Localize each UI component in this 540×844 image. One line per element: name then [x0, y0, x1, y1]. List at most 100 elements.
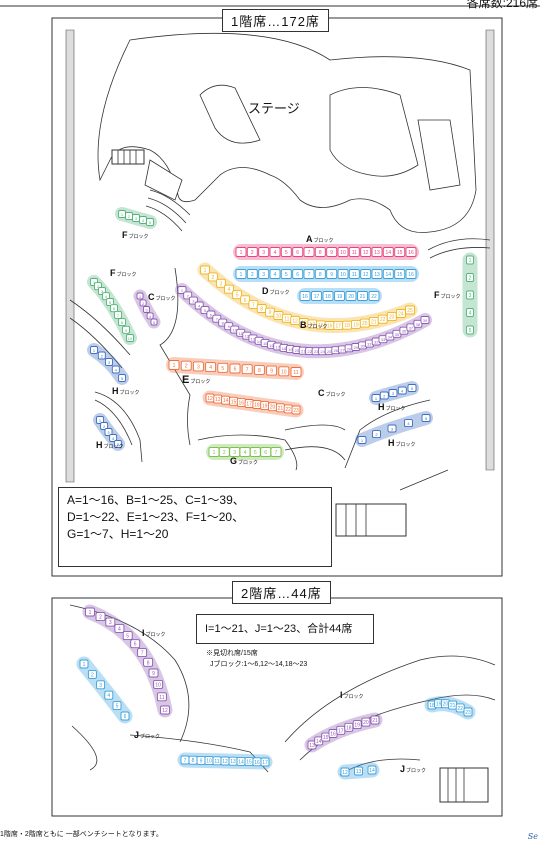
seat-D-1[interactable]: 1 — [235, 269, 247, 279]
seat-F-7[interactable]: 7 — [114, 310, 122, 319]
seat-I-18[interactable]: 18 — [344, 722, 354, 732]
seat-D-10[interactable]: 10 — [337, 269, 349, 279]
seat-D-15[interactable]: 15 — [394, 269, 406, 279]
seat-H-5[interactable]: 5 — [118, 374, 126, 382]
seat-E-18[interactable]: 18 — [252, 400, 262, 409]
seat-B-23[interactable]: 23 — [386, 312, 397, 322]
seat-E-16[interactable]: 16 — [236, 397, 246, 407]
seat-F-1[interactable]: 1 — [118, 210, 126, 218]
seat-J-2[interactable]: 2 — [87, 669, 97, 679]
seat-F-1[interactable]: 1 — [466, 255, 474, 265]
seat-E-8[interactable]: 8 — [253, 364, 265, 375]
seat-B-17[interactable]: 17 — [333, 321, 344, 331]
seat-E-13[interactable]: 13 — [213, 394, 223, 404]
seat-F-5[interactable]: 5 — [146, 218, 154, 226]
seat-D-13[interactable]: 13 — [371, 269, 383, 279]
seat-D-11[interactable]: 11 — [348, 269, 360, 279]
seat-J-9[interactable]: 9 — [196, 755, 206, 765]
seat-I-19[interactable]: 19 — [352, 720, 362, 730]
seat-J-7[interactable]: 7 — [180, 755, 190, 765]
seat-D-17[interactable]: 17 — [311, 291, 322, 301]
seat-D-7[interactable]: 7 — [303, 269, 315, 279]
seat-J-23[interactable]: 23 — [463, 707, 473, 717]
seat-E-23[interactable]: 23 — [291, 405, 301, 415]
seat-F-1[interactable]: 1 — [90, 278, 98, 286]
seat-B-4[interactable]: 4 — [224, 284, 234, 294]
seat-C-4[interactable]: 4 — [146, 312, 154, 320]
seat-G-5[interactable]: 5 — [249, 447, 261, 457]
seat-D-21[interactable]: 21 — [357, 291, 368, 301]
seat-F-3[interactable]: 3 — [132, 214, 140, 222]
seat-F-6[interactable]: 6 — [110, 304, 118, 313]
seat-A-14[interactable]: 14 — [382, 247, 394, 257]
seat-A-12[interactable]: 12 — [360, 247, 372, 257]
seat-B-1[interactable]: 1 — [200, 265, 210, 275]
seat-F-5[interactable]: 5 — [466, 325, 474, 335]
seat-D-19[interactable]: 19 — [334, 291, 345, 301]
seat-I-2[interactable]: 2 — [95, 612, 106, 622]
seat-C-39[interactable]: 39 — [420, 316, 430, 324]
seat-B-18[interactable]: 18 — [342, 320, 353, 330]
seat-I-1[interactable]: 1 — [85, 607, 95, 617]
seat-D-14[interactable]: 14 — [382, 269, 394, 279]
seat-F-2[interactable]: 2 — [466, 273, 474, 282]
seat-H-1[interactable]: 1 — [90, 346, 98, 354]
seat-J-12[interactable]: 12 — [220, 756, 230, 766]
seat-F-3[interactable]: 3 — [466, 290, 474, 300]
seat-I-9[interactable]: 9 — [148, 668, 159, 678]
seat-J-1[interactable]: 1 — [79, 659, 89, 669]
seat-J-14[interactable]: 14 — [367, 765, 377, 775]
seat-F-2[interactable]: 2 — [125, 212, 133, 220]
seat-C-3[interactable]: 3 — [143, 306, 150, 313]
seat-E-5[interactable]: 5 — [217, 362, 229, 373]
seat-A-4[interactable]: 4 — [269, 247, 281, 257]
seat-E-3[interactable]: 3 — [192, 361, 204, 372]
seat-B-2[interactable]: 2 — [207, 272, 218, 282]
seat-B-8[interactable]: 8 — [256, 304, 267, 313]
seat-H-3[interactable]: 3 — [105, 358, 113, 366]
seat-G-6[interactable]: 6 — [260, 447, 272, 457]
seat-C-5[interactable]: 5 — [150, 318, 158, 326]
seat-H-2[interactable]: 2 — [372, 430, 381, 439]
seat-I-7[interactable]: 7 — [137, 648, 148, 658]
seat-E-21[interactable]: 21 — [275, 403, 285, 413]
seat-J-16[interactable]: 16 — [252, 757, 262, 767]
seat-A-15[interactable]: 15 — [394, 247, 406, 257]
seat-D-4[interactable]: 4 — [269, 269, 281, 279]
seat-J-19[interactable]: 19 — [434, 699, 444, 709]
seat-A-13[interactable]: 13 — [371, 247, 383, 257]
seat-D-12[interactable]: 12 — [360, 269, 372, 279]
seat-F-9[interactable]: 9 — [122, 325, 130, 334]
seat-J-6[interactable]: 6 — [120, 711, 130, 721]
seat-D-6[interactable]: 6 — [292, 269, 304, 279]
seat-E-1[interactable]: 1 — [168, 360, 180, 370]
seat-B-5[interactable]: 5 — [232, 290, 243, 300]
seat-I-17[interactable]: 17 — [336, 725, 346, 735]
seat-B-7[interactable]: 7 — [248, 299, 259, 309]
seat-E-6[interactable]: 6 — [229, 363, 241, 374]
seat-J-14[interactable]: 14 — [236, 756, 246, 766]
seat-I-8[interactable]: 8 — [143, 657, 154, 667]
seat-E-9[interactable]: 9 — [266, 365, 278, 376]
seat-C-2[interactable]: 2 — [139, 299, 147, 307]
seat-E-22[interactable]: 22 — [283, 404, 293, 414]
seat-J-22[interactable]: 22 — [455, 703, 465, 713]
seat-B-9[interactable]: 9 — [265, 307, 275, 317]
seat-J-13[interactable]: 13 — [354, 766, 363, 776]
seat-J-3[interactable]: 3 — [96, 680, 106, 690]
seat-I-16[interactable]: 16 — [328, 729, 338, 738]
seat-H-3[interactable]: 3 — [104, 428, 113, 436]
seat-A-10[interactable]: 10 — [337, 247, 349, 257]
seat-H-1[interactable]: 1 — [357, 436, 367, 444]
seat-B-22[interactable]: 22 — [377, 314, 388, 324]
seat-A-11[interactable]: 11 — [348, 247, 360, 257]
seat-J-5[interactable]: 5 — [112, 701, 122, 711]
seat-H-1[interactable]: 1 — [371, 394, 381, 402]
seat-H-4[interactable]: 4 — [111, 365, 120, 374]
seat-F-4[interactable]: 4 — [102, 292, 110, 301]
seat-J-15[interactable]: 15 — [244, 757, 254, 767]
seat-I-11[interactable]: 11 — [156, 692, 167, 702]
seat-G-2[interactable]: 2 — [218, 447, 230, 457]
seat-J-8[interactable]: 8 — [188, 755, 198, 765]
seat-J-13[interactable]: 13 — [228, 756, 238, 766]
